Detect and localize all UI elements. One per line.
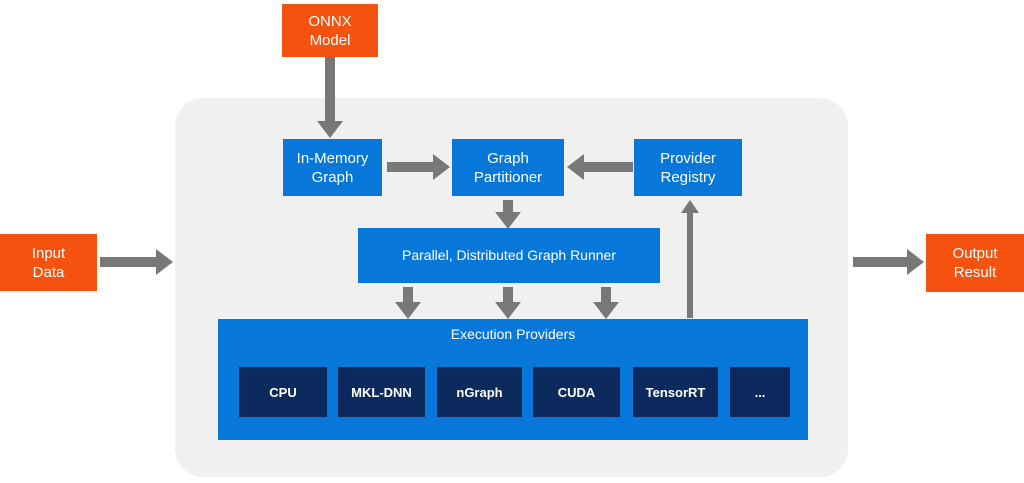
node-label: In-Memory Graph — [296, 149, 369, 186]
arrow-down-icon — [395, 302, 421, 319]
node-output-result: Output Result — [926, 234, 1024, 292]
node-label: Output Result — [952, 245, 998, 281]
node-in-memory-graph: In-Memory Graph — [283, 139, 382, 196]
arrow-graph-partitioner-to-graph-runner — [495, 200, 521, 229]
node-input-data: Input Data — [0, 234, 97, 291]
node-graph-partitioner: Graph Partitioner — [452, 139, 564, 196]
arrow-input-data-to-runtime — [100, 249, 173, 275]
node-label: Graph Partitioner — [473, 149, 543, 186]
arrow-graph-runner-to-execution-providers-1 — [395, 287, 421, 319]
arrow-right-icon — [907, 249, 924, 275]
arrow-graph-runner-to-execution-providers-2 — [495, 287, 521, 319]
node-label: Provider Registry — [660, 149, 716, 186]
arrow-left-icon — [567, 154, 584, 180]
node-onnx-model: ONNX Model — [282, 4, 378, 57]
arrow-down-icon — [495, 212, 521, 229]
provider-chip-mkl-dnn: MKL-DNN — [338, 367, 425, 417]
node-label: Input Data — [31, 244, 66, 281]
arrow-up-icon — [681, 200, 699, 213]
arrow-graph-runner-to-execution-providers-3 — [593, 287, 619, 319]
arrow-onnx-model-to-in-memory-graph — [317, 57, 343, 138]
provider-chip-cuda: CUDA — [533, 367, 620, 417]
arrow-down-icon — [593, 302, 619, 319]
provider-chip-cpu: CPU — [239, 367, 327, 417]
provider-chip-ngraph: nGraph — [437, 367, 522, 417]
arrow-runtime-to-output-result — [853, 249, 924, 275]
arrow-in-memory-graph-to-graph-partitioner — [387, 154, 450, 180]
arrow-right-icon — [433, 154, 450, 180]
arrow-execution-providers-to-provider-registry — [681, 200, 699, 318]
arrow-down-icon — [317, 121, 343, 138]
provider-chip-more: ... — [730, 367, 790, 417]
node-label: ONNX Model — [308, 12, 352, 49]
node-label: Parallel, Distributed Graph Runner — [402, 247, 616, 263]
arrow-down-icon — [495, 302, 521, 319]
provider-chip-tensorrt: TensorRT — [633, 367, 718, 417]
arrow-right-icon — [156, 249, 173, 275]
node-graph-runner: Parallel, Distributed Graph Runner — [358, 228, 660, 283]
execution-providers-title: Execution Providers — [450, 326, 576, 342]
node-execution-providers: Execution Providers CPU MKL-DNN nGraph C… — [218, 319, 808, 440]
arrow-provider-registry-to-graph-partitioner — [567, 154, 633, 180]
node-provider-registry: Provider Registry — [634, 139, 742, 196]
